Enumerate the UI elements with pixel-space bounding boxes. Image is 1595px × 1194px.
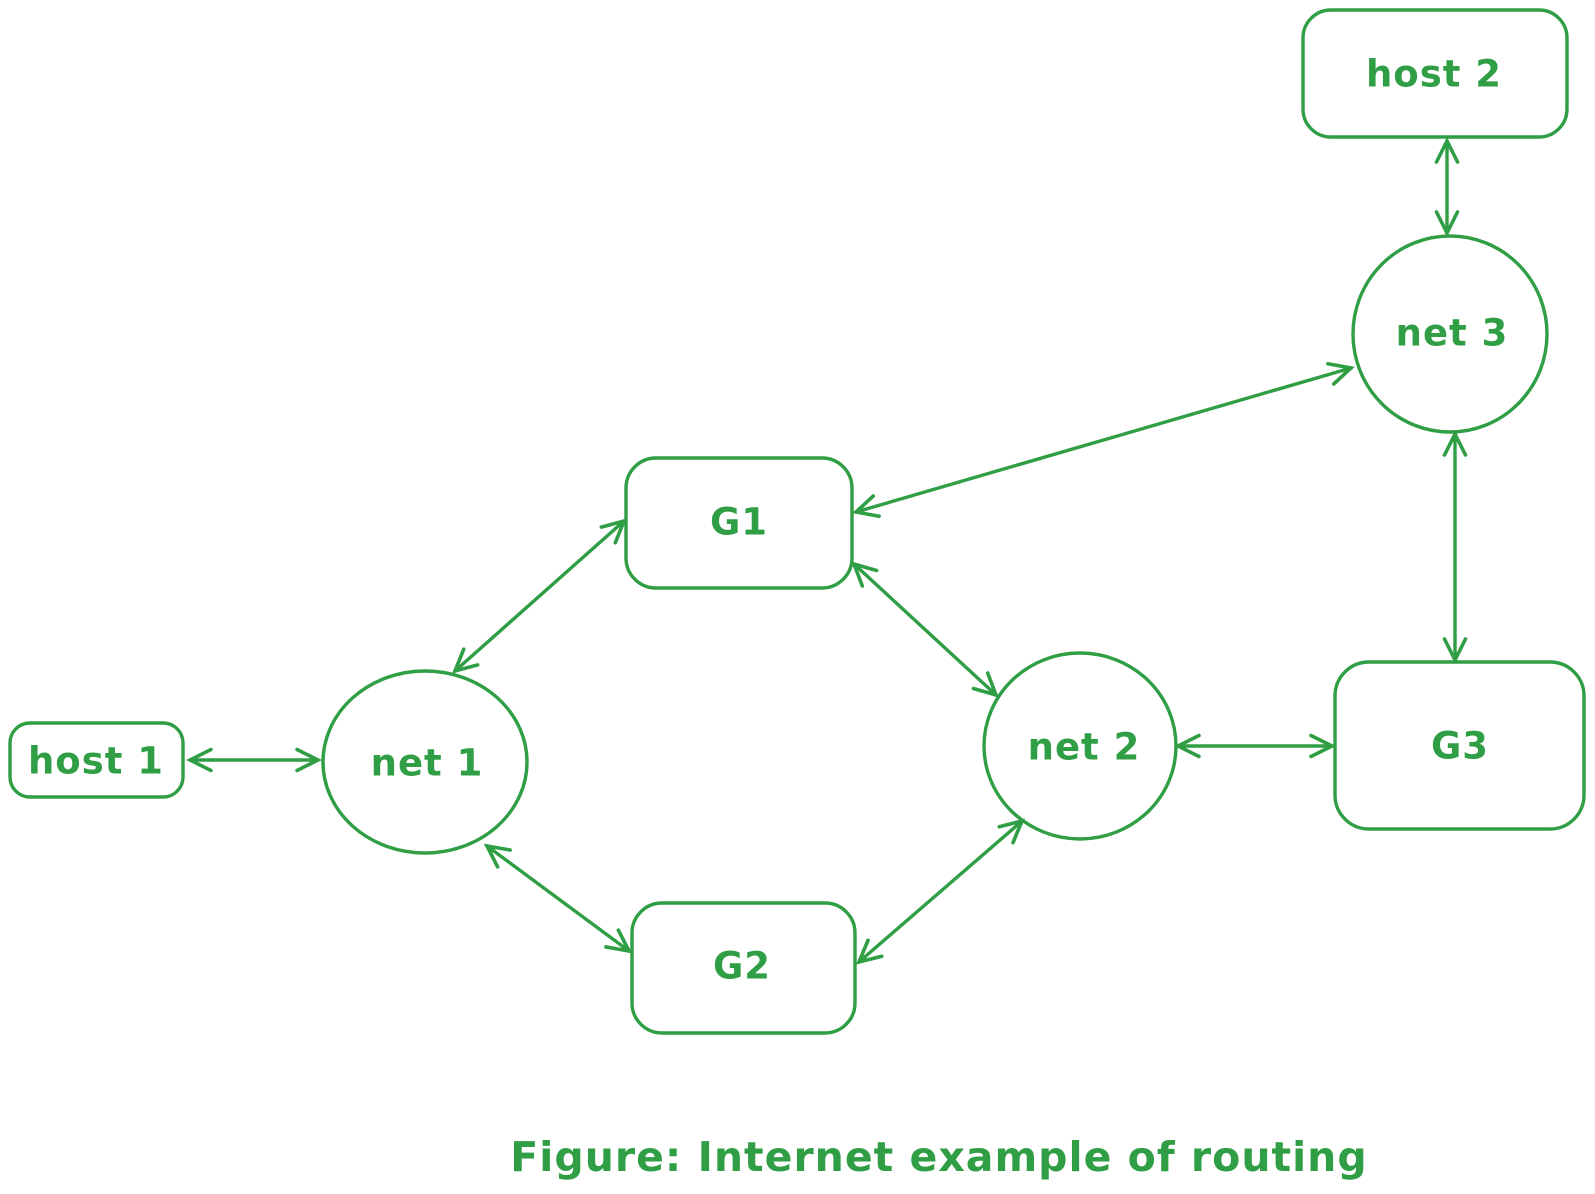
- node-net2: net 2: [982, 651, 1178, 841]
- g1-label: G1: [710, 501, 768, 544]
- net1-label: net 1: [371, 742, 484, 785]
- node-net3: net 3: [1351, 234, 1549, 434]
- net1-circle: [321, 669, 529, 855]
- figure-caption: Figure: Internet example of routing: [510, 1133, 1367, 1181]
- node-host1: host 1: [8, 721, 185, 799]
- node-host2: host 2: [1301, 8, 1569, 139]
- edge-g1-net3: [852, 361, 1355, 519]
- g2-label: G2: [713, 945, 771, 988]
- net3-circle: [1351, 234, 1549, 434]
- host1-label: host 1: [28, 740, 164, 783]
- node-g1: G1: [624, 456, 854, 590]
- node-g2: G2: [630, 901, 857, 1035]
- g2-box: [630, 901, 857, 1035]
- host2-label: host 2: [1366, 53, 1502, 96]
- edges: [185, 136, 1468, 965]
- edge-g1-net2: [851, 561, 999, 698]
- net3-label: net 3: [1396, 312, 1509, 355]
- g3-box: [1333, 660, 1586, 831]
- edge-net1-g2: [483, 843, 633, 954]
- node-g3: G3: [1333, 660, 1586, 831]
- edge-net1-g1: [451, 518, 628, 674]
- edge-g2-net2: [855, 818, 1026, 965]
- host2-box: [1301, 8, 1569, 139]
- g1-box: [624, 456, 854, 590]
- net2-circle: [982, 651, 1178, 841]
- g3-label: G3: [1431, 725, 1489, 768]
- net2-label: net 2: [1028, 726, 1141, 769]
- host1-box: [8, 721, 185, 799]
- node-net1: net 1: [321, 669, 529, 855]
